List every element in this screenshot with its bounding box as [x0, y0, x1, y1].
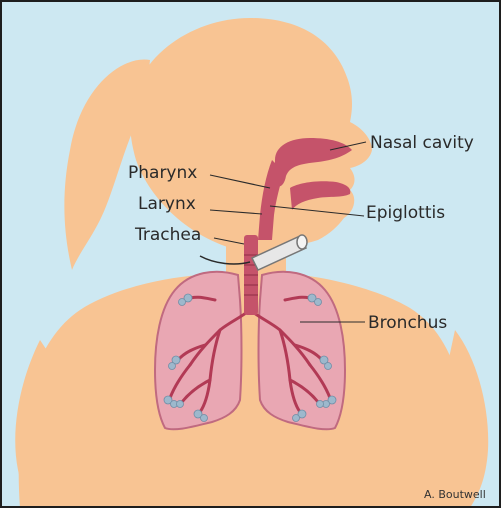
label-nasal-cavity: Nasal cavity — [370, 133, 474, 153]
artist-credit: A. Boutwell — [424, 488, 486, 501]
label-epiglottis: Epiglottis — [366, 203, 445, 223]
label-bronchus: Bronchus — [368, 313, 447, 333]
trach-tube-opening — [297, 235, 307, 249]
label-trachea: Trachea — [134, 225, 201, 245]
label-larynx: Larynx — [138, 194, 196, 214]
label-pharynx: Pharynx — [128, 163, 197, 183]
